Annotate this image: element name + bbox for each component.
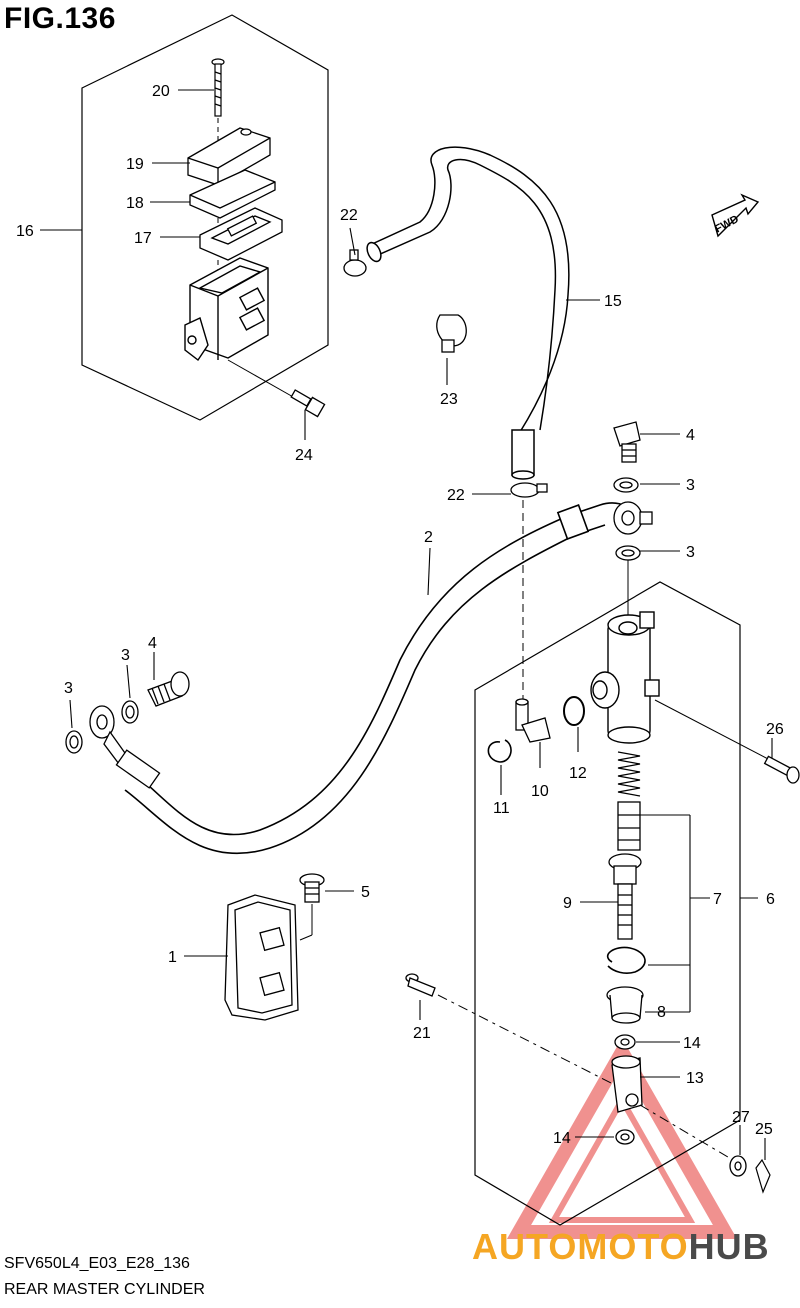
banjo-bolt <box>147 671 190 707</box>
callout-3: 3 <box>686 544 695 561</box>
callout-3: 3 <box>121 647 130 664</box>
reservoir-plate <box>189 169 276 219</box>
plain-washer <box>729 1155 747 1177</box>
callout-22: 22 <box>340 207 358 224</box>
forward-arrow-icon: FWD <box>711 193 760 238</box>
callout-19: 19 <box>126 156 144 173</box>
lock-nut <box>614 1034 636 1145</box>
callout-24: 24 <box>295 447 313 464</box>
figure-name: REAR MASTER CYLINDER <box>4 1281 205 1298</box>
reservoir-diaphragm <box>199 207 283 261</box>
figure-title: FIG.136 <box>4 2 116 35</box>
cotter-pin <box>755 1158 771 1194</box>
callout-2: 2 <box>424 529 433 546</box>
callout-1: 1 <box>168 949 177 966</box>
dust-boot <box>606 986 644 1024</box>
callout-7: 7 <box>713 891 722 908</box>
callout-12: 12 <box>569 765 587 782</box>
callout-4: 4 <box>686 427 695 444</box>
watermark-triangle-icon <box>506 1037 738 1239</box>
watermark-part1: AUTOMOTO <box>472 1226 689 1267</box>
mounting-bolt <box>290 389 326 418</box>
banjo-bolt <box>613 421 641 463</box>
callout-13: 13 <box>686 1070 704 1087</box>
circlip <box>487 739 512 763</box>
callout-4: 4 <box>148 635 157 652</box>
sealing-washer <box>65 477 641 754</box>
watermark-logo: AUTOMOTOHUB <box>472 1226 770 1268</box>
callout-21: 21 <box>413 1025 431 1042</box>
figure-code: SFV650L4_E03_E28_136 <box>4 1255 190 1272</box>
cylinder-group-frame <box>474 581 741 1226</box>
banjo-fitting <box>613 501 653 535</box>
callout-10: 10 <box>531 783 549 800</box>
leader <box>437 994 616 1086</box>
callout-17: 17 <box>134 230 152 247</box>
reservoir-group-frame <box>81 14 329 421</box>
banjo-fitting <box>89 705 161 789</box>
callout-6: 6 <box>766 891 775 908</box>
cover-screw <box>299 873 325 903</box>
piston-spring <box>617 751 641 797</box>
callout-labels: 1 2 3 3 3 3 4 4 5 6 7 8 9 10 11 12 13 14… <box>16 83 784 1147</box>
callout-8: 8 <box>657 1004 666 1021</box>
callout-15: 15 <box>604 293 622 310</box>
callout-27: 27 <box>732 1109 750 1126</box>
callout-9: 9 <box>563 895 572 912</box>
callout-14: 14 <box>683 1035 701 1052</box>
callout-3: 3 <box>64 680 73 697</box>
callout-leaders <box>40 89 773 1160</box>
watermark-part2: HUB <box>688 1226 770 1267</box>
callout-20: 20 <box>152 83 170 100</box>
leader <box>299 934 313 941</box>
master-cylinder-cover <box>224 894 299 1021</box>
mounting-bolt <box>763 755 800 784</box>
brake-hose <box>124 502 636 855</box>
hose-connector <box>515 698 551 743</box>
leader <box>639 1104 739 1164</box>
callout-26: 26 <box>766 721 784 738</box>
callout-22: 22 <box>447 487 465 504</box>
callout-11: 11 <box>493 800 510 817</box>
push-rod <box>608 853 642 940</box>
circlip <box>606 946 646 974</box>
reservoir-body <box>184 257 269 362</box>
leader <box>227 359 296 399</box>
callout-23: 23 <box>440 391 458 408</box>
reservoir-hose <box>366 146 570 480</box>
clevis-pin <box>405 973 436 997</box>
o-ring <box>563 696 585 726</box>
callout-5: 5 <box>361 884 370 901</box>
callout-25: 25 <box>755 1121 773 1138</box>
hose-clamp <box>343 249 548 498</box>
leader <box>654 699 771 761</box>
master-cylinder-body <box>590 611 660 744</box>
callout-14: 14 <box>553 1130 571 1147</box>
clevis-joint <box>611 1055 643 1113</box>
callout-16: 16 <box>16 223 34 240</box>
hose-clamp <box>436 314 467 353</box>
piston-assembly <box>617 801 641 851</box>
callout-18: 18 <box>126 195 144 212</box>
reservoir-screw <box>211 58 225 117</box>
callout-3: 3 <box>686 477 695 494</box>
reservoir-cap <box>187 127 271 186</box>
